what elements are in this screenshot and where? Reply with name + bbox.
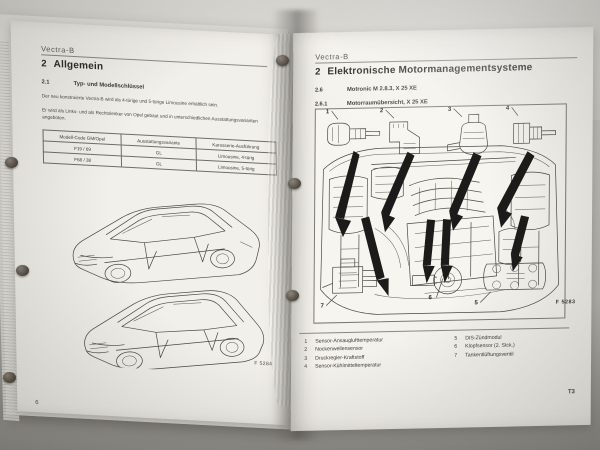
callout-7: 7 (320, 303, 324, 310)
right-page-number: T3 (567, 389, 575, 396)
car-illustrations: F 5284 (43, 174, 286, 377)
right-page: Vectra-B 2 Elektronische Motormanagement… (290, 26, 594, 432)
right-chapter-title: Elektronische Motormanagementsysteme (327, 62, 533, 78)
callout-3: 3 (447, 106, 452, 113)
binding-ring-icon (276, 55, 289, 66)
callout-1: 1 (325, 109, 330, 116)
legend-number: 5 (454, 335, 458, 342)
engine-bay-diagram: 1 2 3 4 5 6 7 (313, 103, 567, 324)
left-page-number: 6 (35, 400, 39, 407)
left-chapter-title: Allgemein (53, 58, 104, 73)
sedan-4-door-line-drawing (72, 203, 260, 284)
binding-ring-icon (288, 178, 301, 189)
legend-label: Druckregler-Kraftstoff (315, 354, 365, 362)
binding-ring-icon (286, 290, 299, 301)
binding-ring-icon (16, 265, 29, 276)
legend-label: Tankentlüftungsventil (465, 351, 514, 359)
binding-ring-icon (3, 372, 16, 383)
legend-number: 4 (304, 364, 308, 371)
component-1-intake-air-temp-sensor (327, 122, 381, 146)
legend-number: 7 (454, 352, 458, 359)
callout-5: 5 (474, 300, 478, 307)
legend-label: Nockenwellensensor (315, 346, 364, 354)
legend-item: 5 DIS-Zündmodul (449, 333, 579, 342)
right-subsection-number: 2.6.1 (314, 101, 328, 108)
right-section-title: Motronic M 2.8.3, X 25 XE (346, 85, 417, 93)
legend-left-column: 1 Sensor-Ansauglufttemperatur 2 Nockenwe… (299, 336, 449, 370)
callout-6: 6 (428, 295, 432, 302)
model-code-table: Modell-Code GM/Opel Ausstattungsvariante… (42, 129, 278, 176)
left-page: Vectra-B 2 Allgemein 2.1 Typ- und Modell… (10, 20, 290, 426)
left-section-number: 2.1 (41, 79, 50, 86)
callout-4: 4 (505, 105, 510, 112)
hatchback-5-door-line-drawing (84, 290, 265, 371)
legend-number: 2 (304, 347, 308, 354)
left-section-title: Typ- und Modellschlüssel (73, 80, 145, 91)
legend-label: Klopfsensor (2. Stck.) (465, 342, 515, 350)
engine-compartment-overview-drawing (320, 107, 559, 315)
binding-ring-icon (5, 157, 18, 168)
callout-2: 2 (379, 108, 384, 115)
right-section-heading: 2.6 Motronic M 2.8.3, X 25 XE (314, 82, 577, 94)
right-chapter-number: 2 (315, 66, 321, 78)
legend-item: 7 Tankentlüftungsventil (449, 350, 579, 359)
legend-item: 1 Sensor-Ansauglufttemperatur (299, 336, 449, 345)
right-figure-reference: F 5283 (555, 299, 576, 306)
component-6-knock-sensor (412, 265, 462, 295)
legend-item: 2 Nockenwellensensor (299, 344, 449, 353)
legend-number: 3 (304, 355, 308, 362)
left-figure-reference: F 5284 (254, 360, 273, 368)
diagram-legend: 1 Sensor-Ansauglufttemperatur 2 Nockenwe… (299, 327, 579, 370)
callout-leaders (326, 107, 519, 306)
component-2-camshaft-sensor (389, 121, 420, 155)
legend-right-column: 5 DIS-Zündmodul 6 Klopfsensor (2. Stck.)… (449, 333, 579, 367)
legend-number: 1 (304, 338, 308, 345)
left-chapter-number: 2 (41, 58, 47, 70)
legend-number: 6 (454, 344, 458, 351)
component-4-coolant-temp-sensor (513, 122, 557, 144)
right-section-number: 2.6 (314, 87, 323, 94)
left-paragraph-2: Er wird als Links- und als Rechtslenker … (42, 107, 258, 124)
legend-label: Sensor-Ansauglufttemperatur (315, 337, 384, 345)
right-chapter-heading: 2 Elektronische Motormanagementsysteme (315, 61, 577, 78)
component-7-tank-vent-valve (322, 258, 378, 294)
callout-arrows (335, 150, 535, 297)
legend-item: 6 Klopfsensor (2. Stck.) (449, 342, 579, 351)
legend-item: 3 Druckregler-Kraftstoff (299, 353, 449, 362)
legend-label: DIS-Zündmodul (465, 334, 502, 342)
component-3-fuel-pressure-regulator (447, 113, 488, 155)
sedan-and-hatchback-drawings (72, 203, 265, 371)
